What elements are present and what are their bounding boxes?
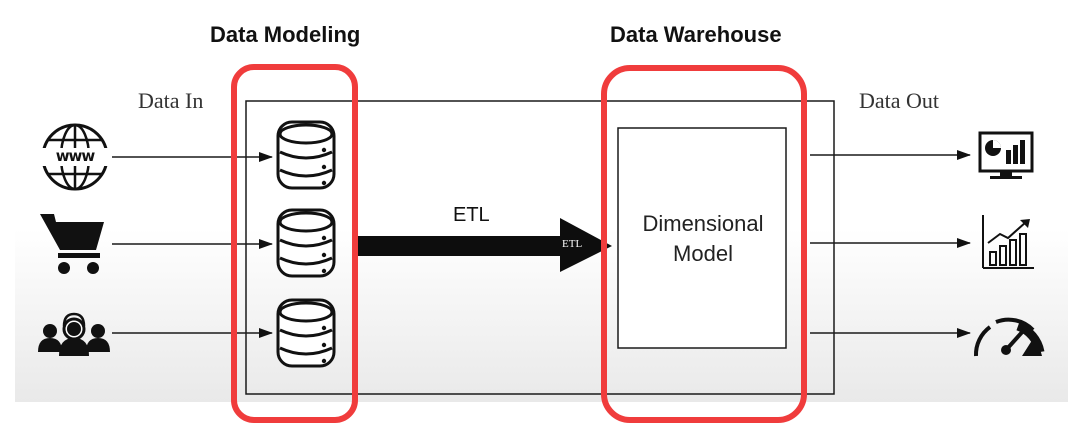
etl-arrow — [358, 218, 612, 272]
dimensional-model-line2: Model — [673, 241, 733, 266]
database-icon-1 — [276, 120, 336, 190]
database-icon-2 — [276, 208, 336, 278]
globe-www-icon — [39, 123, 111, 191]
background-panel — [15, 16, 1068, 402]
output-arrows — [810, 150, 971, 338]
etl-label: ETL — [453, 204, 490, 226]
etl-arrow-tag: ETL — [562, 238, 583, 250]
globe-www-text: www — [55, 147, 96, 165]
dashboard-monitor-icon — [978, 131, 1034, 179]
database-icon-3 — [276, 298, 336, 368]
data-warehouse-highlight — [601, 65, 807, 423]
system-frame — [245, 100, 835, 395]
data-out-label: Data Out — [859, 88, 940, 113]
input-arrows — [112, 152, 273, 338]
dimensional-model-line1: Dimensional — [642, 211, 764, 236]
dimensional-model-box — [617, 127, 787, 349]
data-in-label: Data In — [138, 88, 204, 113]
speedometer-gauge-icon — [973, 317, 1045, 357]
shopping-cart-icon — [40, 214, 104, 274]
dimensional-model-label: Dimensional Model — [618, 209, 788, 269]
data-warehouse-heading: Data Warehouse — [610, 22, 782, 47]
growth-bar-chart-icon — [982, 215, 1034, 269]
data-modeling-highlight — [231, 64, 358, 423]
users-group-icon — [38, 312, 110, 356]
data-modeling-heading: Data Modeling — [210, 22, 361, 47]
